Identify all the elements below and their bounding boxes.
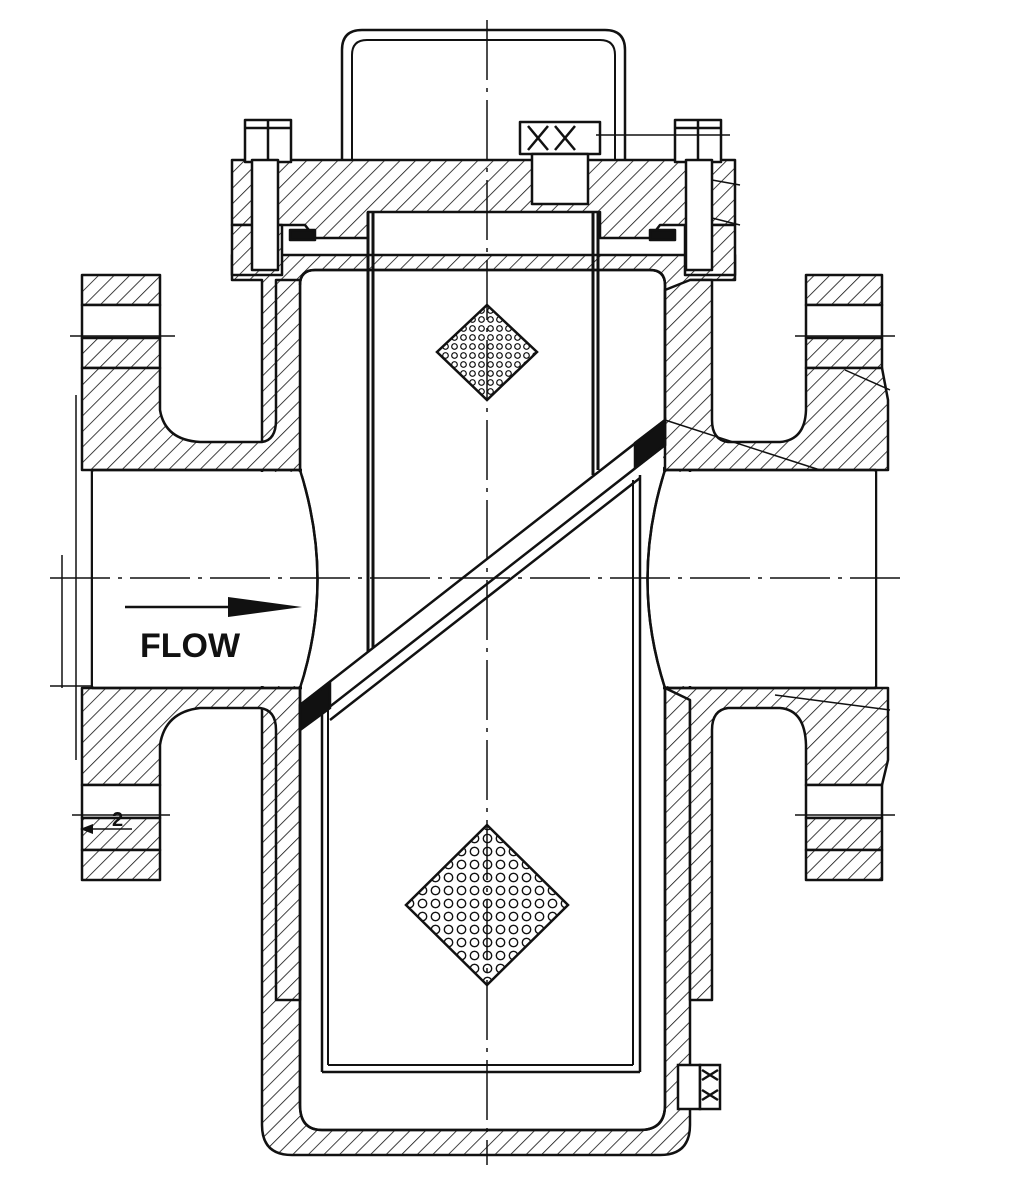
bolt-center-lines [50,335,895,816]
flow-arrow [125,597,302,617]
flow-label: FLOW [140,627,241,665]
lifting-handle [340,28,627,160]
screen-basket [320,212,642,1074]
leader-lines [664,179,891,711]
center-lines [50,20,900,1165]
drain-plug [676,1063,722,1111]
callout-number: 2 [112,809,123,831]
outlet-flange [646,273,890,1002]
callout-arrow [80,824,132,834]
pipe-bore [92,468,876,690]
lifting-handle-inner [351,39,616,160]
cover-plate [230,118,737,277]
diagonal-partition [298,417,667,733]
inlet-flange [75,273,319,1002]
